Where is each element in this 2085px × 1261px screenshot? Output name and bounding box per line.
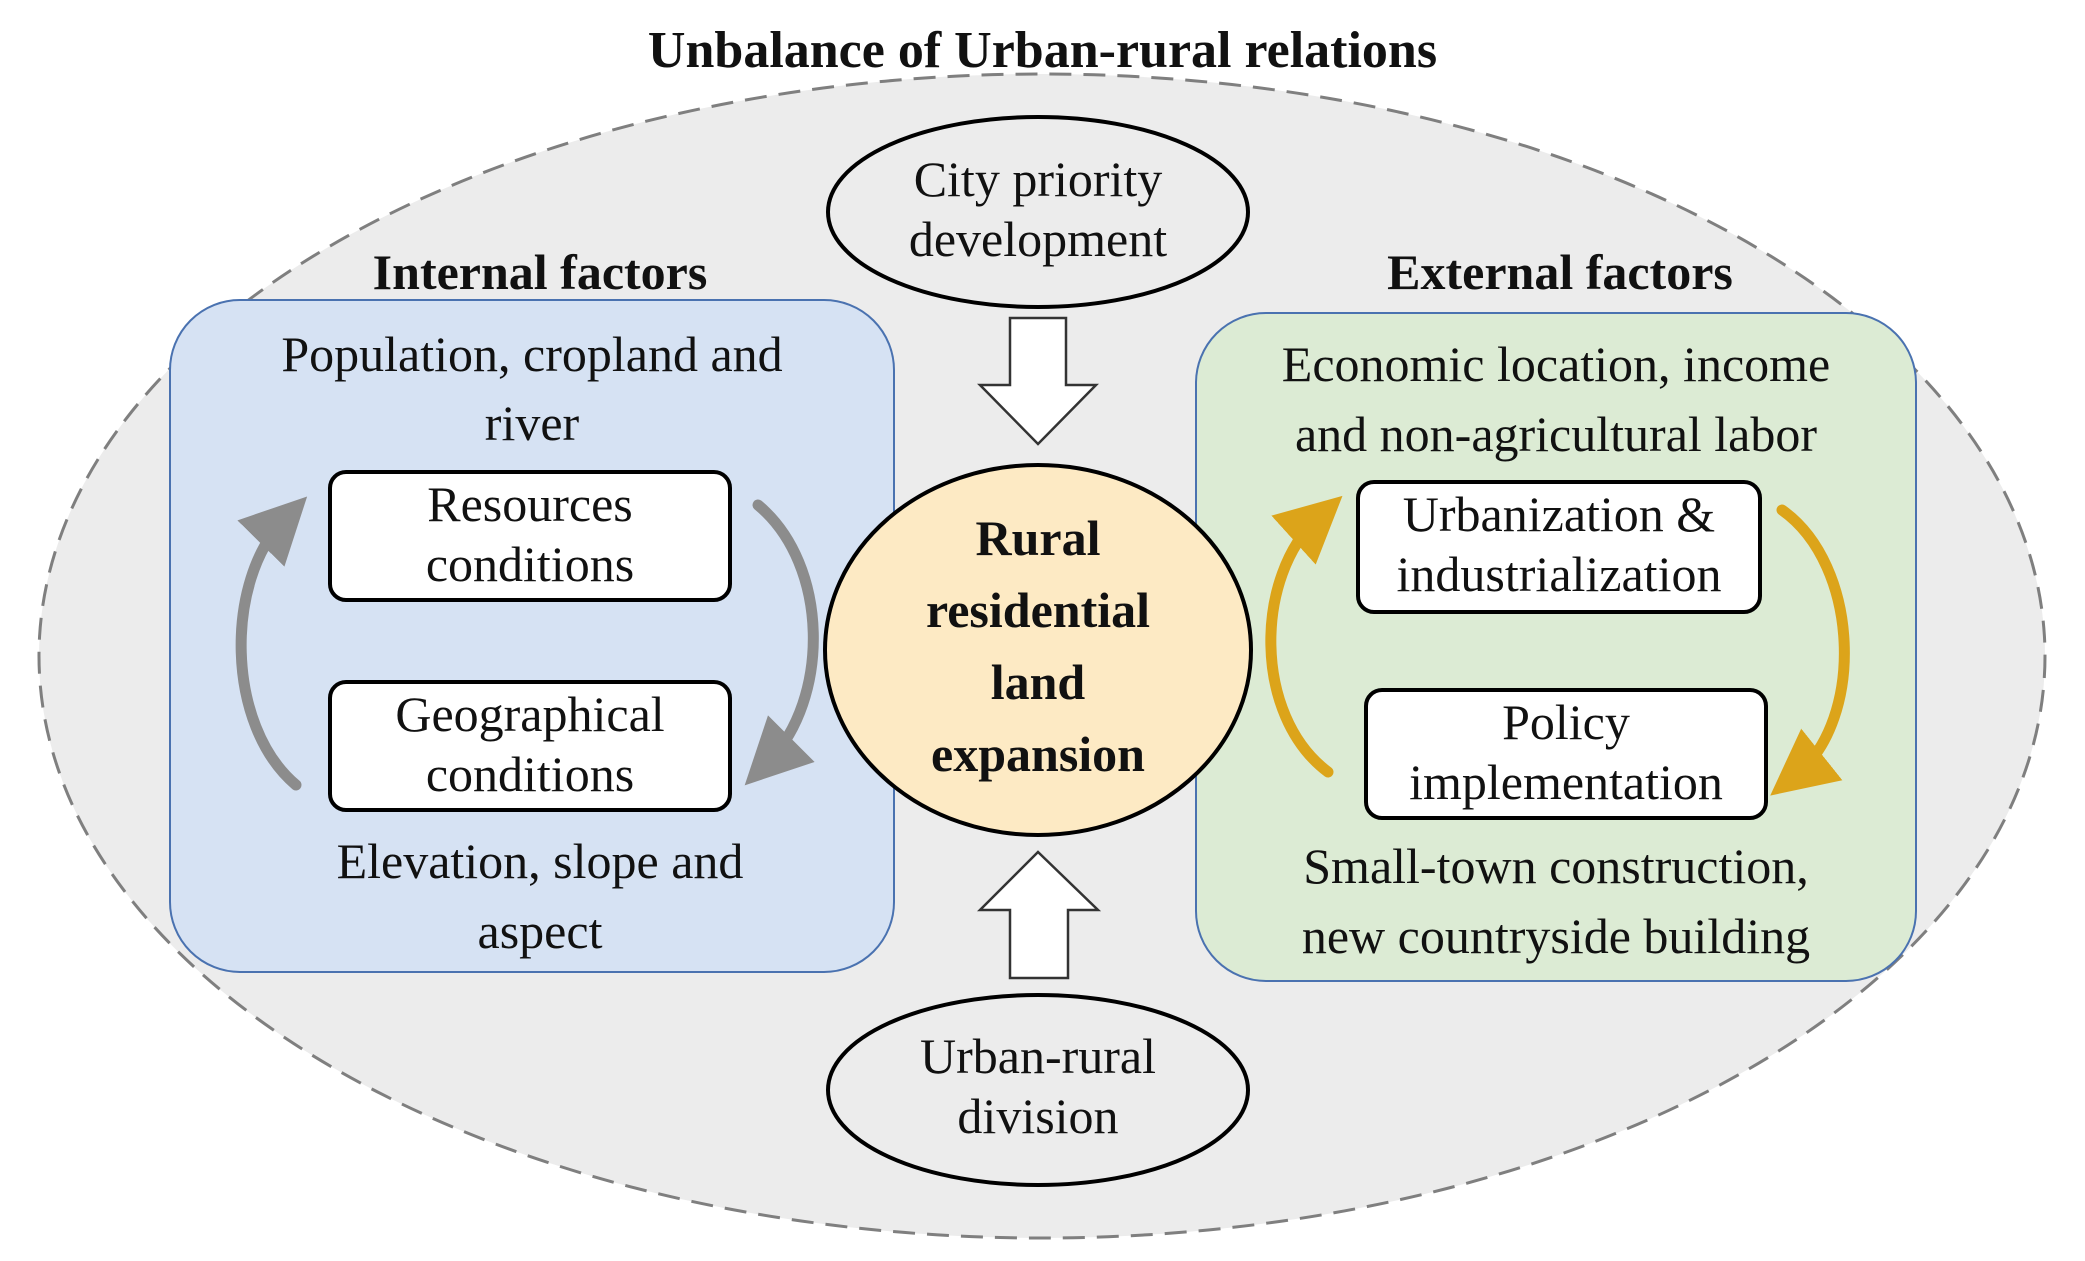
resources-conditions-box bbox=[328, 470, 732, 602]
urbanization-line1: Urbanization & bbox=[1402, 486, 1716, 542]
center-line4: expansion bbox=[931, 726, 1145, 782]
internal-top-text-line1: Population, cropland and bbox=[281, 326, 783, 382]
external-bottom-text-line1: Small-town construction, bbox=[1303, 838, 1809, 894]
internal-bottom-text-line2: aspect bbox=[477, 903, 603, 959]
gold-curved-arrow-left bbox=[1265, 495, 1343, 778]
rural-residential-land-expansion-circle bbox=[823, 463, 1253, 837]
gray-curved-arrow-right bbox=[744, 499, 819, 786]
urban-rural-division-line2: division bbox=[957, 1088, 1119, 1144]
diagram-title: Unbalance of Urban-rural relations bbox=[647, 22, 1438, 79]
internal-top-text-line2: river bbox=[484, 395, 580, 451]
resources-conditions-line2: conditions bbox=[425, 536, 635, 592]
external-bottom-text-line2: new countryside building bbox=[1301, 908, 1811, 964]
resources-conditions-line1: Resources bbox=[427, 476, 633, 532]
geographical-conditions-line2: conditions bbox=[425, 746, 635, 802]
up-block-arrow bbox=[976, 850, 1102, 980]
gold-curved-arrow-right bbox=[1770, 504, 1850, 796]
internal-factors-heading: Internal factors bbox=[372, 244, 708, 300]
geographical-conditions-line1: Geographical bbox=[395, 686, 665, 742]
policy-implementation-line2: implementation bbox=[1409, 754, 1723, 810]
gray-curved-arrow-left bbox=[235, 496, 308, 791]
urbanization-industrialization-box bbox=[1356, 480, 1762, 614]
policy-implementation-line1: Policy bbox=[1502, 694, 1630, 750]
external-top-text-line2: and non-agricultural labor bbox=[1294, 406, 1818, 462]
urban-rural-division-line1: Urban-rural bbox=[920, 1028, 1156, 1084]
city-priority-line2: development bbox=[908, 211, 1168, 267]
external-top-text-line1: Economic location, income bbox=[1281, 336, 1831, 392]
urbanization-line2: industrialization bbox=[1396, 546, 1722, 602]
urban-rural-division-ellipse bbox=[826, 993, 1250, 1187]
center-line2: residential bbox=[925, 582, 1151, 638]
center-line1: Rural bbox=[975, 510, 1101, 566]
policy-implementation-box bbox=[1364, 688, 1768, 820]
city-priority-development-ellipse bbox=[826, 115, 1250, 309]
geographical-conditions-box bbox=[328, 680, 732, 812]
center-line3: land bbox=[990, 654, 1086, 710]
city-priority-line1: City priority bbox=[913, 151, 1163, 207]
internal-bottom-text-line1: Elevation, slope and bbox=[336, 833, 744, 889]
external-factors-heading: External factors bbox=[1387, 244, 1733, 300]
down-block-arrow bbox=[977, 316, 1099, 446]
